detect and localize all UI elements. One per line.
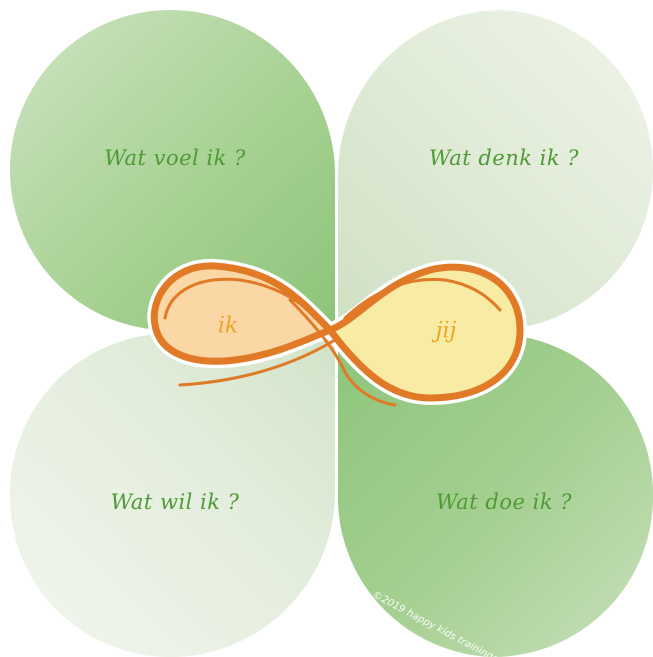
loop-label-me: ik (218, 314, 238, 339)
leaf-label-want: Wat wil ik ? (111, 490, 240, 514)
leaf-label-think: Wat denk ik ? (429, 146, 579, 170)
loop-label-you: jij (436, 319, 457, 344)
leaf-label-feel: Wat voel ik ? (104, 146, 246, 170)
leaf-label-do: Wat doe ik ? (436, 490, 572, 514)
